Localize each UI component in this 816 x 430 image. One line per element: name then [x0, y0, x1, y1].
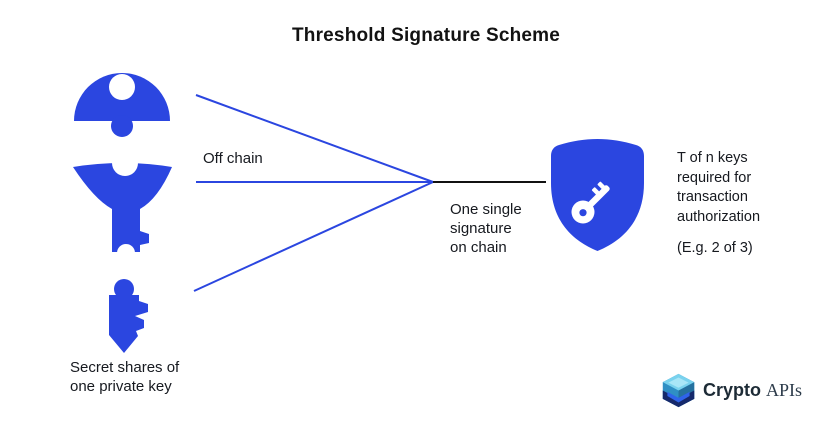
crypto-apis-cube-icon	[662, 373, 695, 408]
example-2-of-3-label: (E.g. 2 of 3)	[677, 240, 753, 256]
crypto-apis-logo: Crypto APIs	[660, 372, 802, 409]
secret-shares-caption: Secret shares of one private key	[70, 359, 180, 395]
t-of-n-keys-label: T of n keys required for transaction aut…	[677, 150, 761, 225]
one-single-signature-label: One single signature on chain	[450, 201, 522, 256]
off-chain-line-bottom	[193, 181, 434, 292]
shield-with-key-icon	[551, 139, 644, 251]
key-head-puzzle-piece-icon	[74, 73, 170, 137]
logo-suffix-text: APIs	[766, 380, 803, 400]
crypto-apis-wordmark: Crypto APIs	[703, 380, 802, 401]
off-chain-line-top	[195, 94, 434, 183]
logo-brand-text: Crypto	[703, 380, 761, 400]
key-collar-puzzle-piece-icon	[73, 150, 172, 262]
off-chain-label: Off chain	[203, 150, 263, 167]
white-key-icon	[571, 181, 610, 224]
key-tip-puzzle-piece-icon	[109, 279, 148, 353]
page-title: Threshold Signature Scheme	[291, 25, 561, 46]
